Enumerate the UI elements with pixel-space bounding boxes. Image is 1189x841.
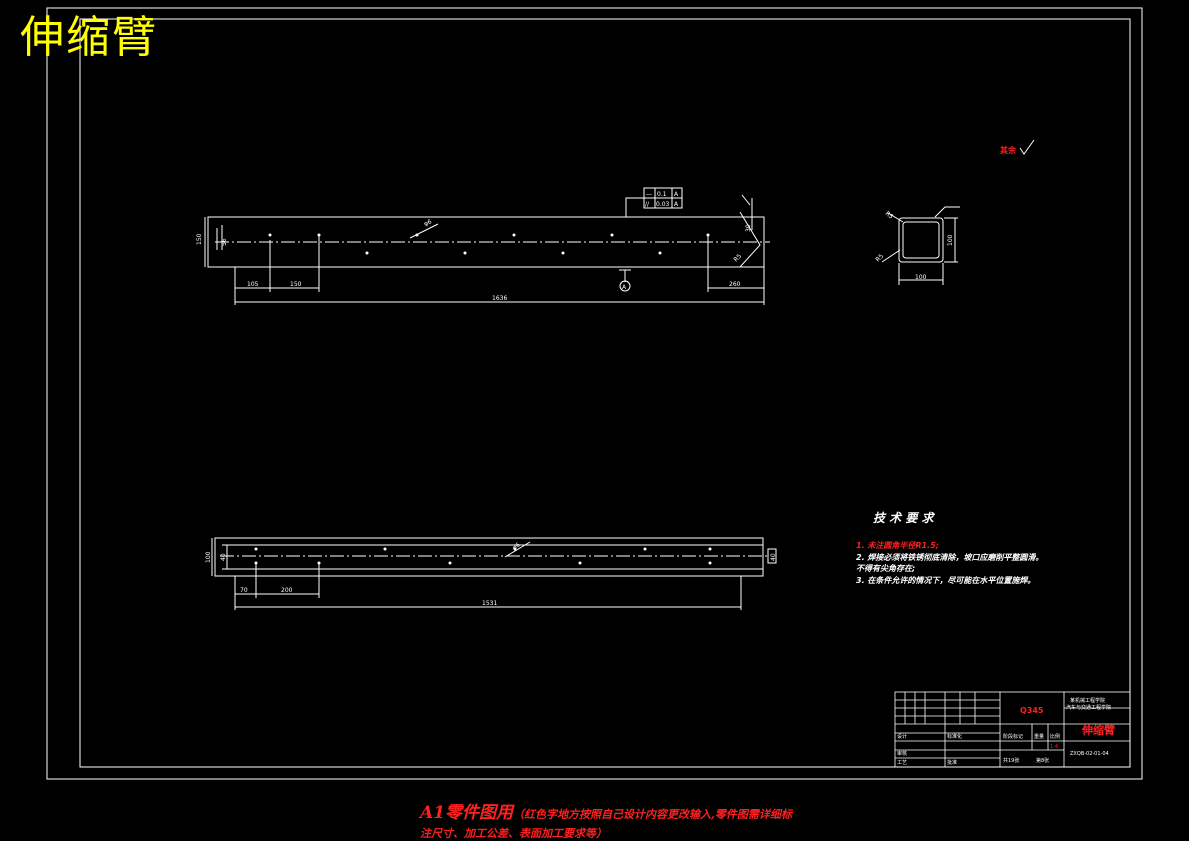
inner-frame xyxy=(79,18,1131,768)
dim-sec-r1: R5 xyxy=(884,210,895,221)
tb-school: 某机械工程学院 xyxy=(1070,697,1105,704)
gdt-sym-1: — xyxy=(646,191,652,198)
roughness-note: 其余 xyxy=(1000,145,1017,155)
tech-req-item-2: 2. 焊接必须将铁锈彻底清除，坡口应磨削平整圆滑。 xyxy=(856,553,1043,562)
tb-material: Q345 xyxy=(1020,706,1044,715)
tech-req-heading: 技 术 要 求 xyxy=(873,511,936,525)
tb-sheet-no: 第8张 xyxy=(1036,757,1049,764)
dim-top-260: 260 xyxy=(729,281,741,288)
datum-a-label: A xyxy=(622,284,627,291)
section-inner xyxy=(902,221,940,259)
dim-top-105: 105 xyxy=(247,281,259,288)
dim-top-r5: R5 xyxy=(732,253,743,264)
gdt-sym-2: // xyxy=(645,201,650,208)
tb-label-process: 工艺 xyxy=(897,760,907,766)
tech-req-item-3: 不得有尖角存在; xyxy=(856,564,915,573)
dim-sec-width: 100 xyxy=(915,274,927,281)
dim-top-150: 150 xyxy=(290,281,302,288)
tb-sheets: 共19张 xyxy=(1003,757,1019,764)
gdt-ref-1: A xyxy=(674,191,679,198)
tb-drawing-no: ZXQB-02-01-04 xyxy=(1070,751,1109,757)
tb-label-approve: 批准 xyxy=(947,759,957,766)
footer-note-1: （红色字地方按照自己设计内容更改输入,零件图需详细标 xyxy=(513,808,792,821)
tb-label-standard: 标准化 xyxy=(947,733,962,740)
dim-top-length: 1636 xyxy=(492,295,507,302)
footer-line-2: 注尺寸、加工公差、表面加工要求等） xyxy=(420,822,607,841)
bottom-hole-note: φ6 xyxy=(511,541,522,551)
roughness-icon xyxy=(1019,139,1035,155)
tb-label-scale: 比例 xyxy=(1050,733,1060,740)
dim-sec-r2: R5 xyxy=(874,253,885,264)
bottom-view-holes xyxy=(254,547,712,565)
section-outer xyxy=(898,217,944,263)
gdt-val-2: 0.03 xyxy=(656,201,670,208)
dim-top-height: 150 xyxy=(196,233,203,245)
outer-frame xyxy=(46,7,1143,780)
footer-line-1: A1零件图用（红色字地方按照自己设计内容更改输入,零件图需详细标 xyxy=(420,798,792,823)
tb-label-design: 设计 xyxy=(897,733,907,740)
dim-bot-40: 40 xyxy=(220,553,227,561)
datum-a-circle xyxy=(619,280,631,292)
dim-bot-length: 1531 xyxy=(482,600,497,607)
bottom-view-body xyxy=(214,537,764,577)
tb-scale-value: 1:4 xyxy=(1050,744,1058,750)
gdt-ref-2: A xyxy=(674,201,679,208)
tb-label-weight: 重量 xyxy=(1034,733,1044,740)
gdt-val-1: 0.1 xyxy=(657,191,667,198)
top-view xyxy=(204,187,770,305)
dim-bot-200: 200 xyxy=(281,587,293,594)
section-view xyxy=(881,206,960,285)
dim-sec-height: 100 xyxy=(947,234,954,246)
bottom-view xyxy=(211,537,777,610)
top-hole-note: φ6 xyxy=(423,218,433,228)
title-block xyxy=(894,691,1131,768)
dim-bot-height: 100 xyxy=(205,551,212,563)
dim-top-30: 30 xyxy=(745,224,752,232)
tb-part-name: 伸缩臂 xyxy=(1081,723,1115,737)
tb-label-stage: 阶段标记 xyxy=(1003,733,1023,740)
top-view-holes xyxy=(268,233,710,255)
tb-school-sub: 汽车与交通工程学院 xyxy=(1066,704,1111,711)
tech-req-item-1: 1. 未注圆角半径R1.5; xyxy=(856,541,939,550)
tech-req-item-4: 3. 在条件允许的情况下，尽可能在水平位置施焊。 xyxy=(856,576,1035,585)
top-view-body xyxy=(207,216,765,268)
drawing-title: 伸缩臂 xyxy=(20,12,158,63)
dim-bot-40-right: 40 xyxy=(770,553,777,561)
dim-top-notch: 56 xyxy=(221,238,228,246)
footer-lead: A1零件图用 xyxy=(420,803,514,823)
footer-note-2: 注尺寸、加工公差、表面加工要求等） xyxy=(420,827,607,840)
dim-bot-70: 70 xyxy=(240,587,248,594)
tb-label-review: 审核 xyxy=(897,750,907,757)
